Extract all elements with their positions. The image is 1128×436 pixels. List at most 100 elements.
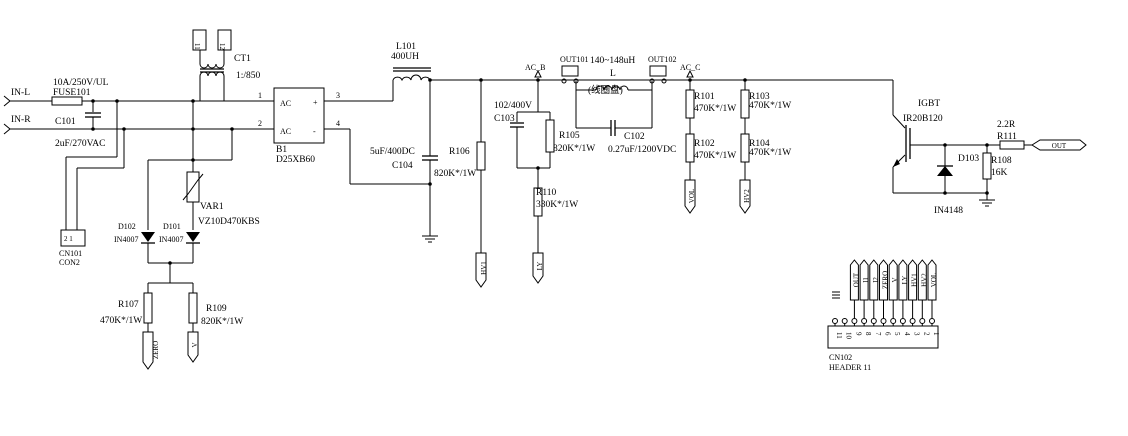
cn102-pin-number: 7 <box>874 332 882 336</box>
cn102-pin-3 <box>909 318 916 324</box>
cn102-net-tag <box>898 259 908 301</box>
cn102-pin-number: 5 <box>893 332 901 336</box>
ct1-pin-12: 12 <box>218 43 226 51</box>
bridge-rectifier-b1: AC AC + - 1 2 3 4 B1 D25XB60 <box>258 87 340 165</box>
resistor-r111: 2.2R R111 <box>997 120 1032 150</box>
cn102-net-tag <box>908 259 918 301</box>
cn102-pin-number: 6 <box>884 332 892 336</box>
ct1-pin-11: 11 <box>193 43 201 50</box>
cn102-net-tag <box>927 259 937 301</box>
b1-ac1: AC <box>280 99 291 108</box>
b1-pin3: 3 <box>336 91 340 100</box>
c101-value: 2uF/270VAC <box>55 139 106 149</box>
diode-d102: D102 IN4007 <box>114 222 155 263</box>
ac-c-label: AC_C <box>680 63 700 72</box>
r101-ref: R101 <box>694 92 715 102</box>
cn102-net-text: ZERO <box>882 271 890 289</box>
c101-ref: C101 <box>55 117 76 127</box>
r103-ref: R103 <box>749 92 770 102</box>
cn102-pin-11 <box>832 318 838 324</box>
r110-value: 330K*/1W <box>536 200 578 210</box>
ct1-ratio: 1:/850 <box>236 71 261 81</box>
cn102-net-tag <box>917 259 927 301</box>
node-ac-c: AC_C <box>680 63 700 82</box>
cn102-net-label: LY <box>898 259 909 318</box>
capacitor-c101: C101 2uF/270VAC <box>55 99 106 149</box>
cn102-pin-4 <box>899 318 906 324</box>
svg-text:LY: LY <box>536 262 544 271</box>
input-terminals: IN-L IN-R <box>3 88 258 135</box>
cn102-net-label: I2 <box>869 259 880 318</box>
igbt-ir20b120: IGBT IR20B120 <box>745 79 1000 194</box>
r109-ref: R109 <box>206 304 227 314</box>
l101-value: 400UH <box>391 52 419 62</box>
r109-value: 820K*/1W <box>201 317 243 327</box>
cn102-pin-number: 1 <box>932 332 940 336</box>
c102-ref: C102 <box>624 132 645 142</box>
net-label-ly: LY <box>532 252 544 284</box>
cn102-pin-number: 8 <box>864 332 872 336</box>
cn101-wires <box>65 99 126 230</box>
cn102-pin-7 <box>870 318 877 324</box>
net-label-out: OUT <box>1031 139 1087 151</box>
r103-value: 470K*/1W <box>749 101 791 111</box>
cn102-net-tag <box>879 259 888 301</box>
fuse-rating: 10A/250V/UL <box>53 78 109 88</box>
cn102-net-text: OUT <box>852 272 860 287</box>
cn102-net-tag <box>859 259 869 301</box>
c103-value: 102/400V <box>494 101 532 111</box>
out102-label: OUT102 <box>648 55 676 64</box>
cn102-pin-number: 4 <box>903 332 911 336</box>
coil-connectors: OUT101 OUT102 140~148uH <box>560 55 676 84</box>
cn102-type: HEADER 11 <box>829 363 871 372</box>
c104-ref: C104 <box>392 161 413 171</box>
cn102-net-label: ZERO <box>879 259 890 318</box>
svg-text:ZERO: ZERO <box>152 341 160 359</box>
diode-d101: D101 IN4007 <box>159 222 200 263</box>
cn102-pin-8 <box>861 318 868 324</box>
d102-part: IN4007 <box>114 235 138 244</box>
cn102-net-text: LY <box>901 276 909 285</box>
coil-ref: L <box>610 69 616 79</box>
divider-r103-r104: R103 470K*/1W R104 470K*/1W <box>740 78 791 180</box>
ct1-ref: CT1 <box>234 54 251 64</box>
cn102-pin-1 <box>929 318 935 324</box>
r105-value: 820K*/1W <box>553 144 595 154</box>
cn102-pin-10 <box>841 318 848 324</box>
d103-ref: D103 <box>958 154 979 164</box>
b1-pin2: 2 <box>258 119 262 128</box>
svg-text:VOL: VOL <box>688 189 696 203</box>
inductor-l101: L101 400UH <box>391 42 431 82</box>
net-label-hv1: HV1 <box>475 252 488 288</box>
zero-v-resistors: R107 470K*/1W R109 820K*/1W <box>100 261 243 332</box>
cn102-net-text: V <box>891 277 899 282</box>
b1-part: D25XB60 <box>276 155 315 165</box>
cn102-net-text: HV1 <box>911 273 919 287</box>
r108-ref: R108 <box>991 156 1012 166</box>
in-r-label: IN-R <box>11 115 31 125</box>
cn102-net-text: HV2 <box>920 273 928 287</box>
ground-c104 <box>422 235 438 243</box>
cn102-net-text: VOL <box>930 273 938 287</box>
cn102-pin-5 <box>890 318 897 324</box>
net-label-vol: VOL <box>684 179 696 214</box>
cn102-pin-6 <box>880 318 887 324</box>
cn101-ref: CN101 <box>59 249 82 258</box>
cn102-net-tag <box>888 259 898 301</box>
r111-ref: R111 <box>997 132 1017 142</box>
cn102-net-text: I2 <box>872 277 880 283</box>
r105-ref: R105 <box>559 131 580 141</box>
r101-value: 470K*/1W <box>694 104 736 114</box>
b1-ref: B1 <box>276 145 287 155</box>
cn102-net-tag <box>849 259 859 301</box>
b1-minus: - <box>313 127 316 136</box>
net-label-hv2: HV2 <box>739 179 751 214</box>
diode-d103: D103 IN4148 <box>934 143 979 216</box>
var1-part: VZ10D470KBS <box>198 217 260 227</box>
cn101-pins: 2 1 <box>64 235 73 243</box>
r107-ref: R107 <box>118 300 139 310</box>
d103-part: IN4148 <box>934 206 963 216</box>
b1-ac2: AC <box>280 127 291 136</box>
cn102-net-label: OUT <box>849 259 860 318</box>
